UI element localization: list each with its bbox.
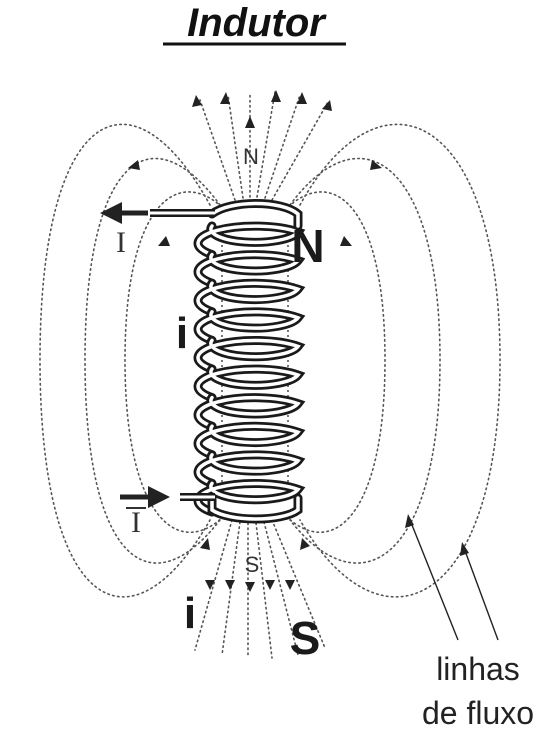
flux-arrow-top-2 <box>220 92 230 104</box>
solenoid-coil <box>193 199 306 524</box>
flux-fan-top-4 <box>256 91 276 198</box>
flux-line-inner-right <box>284 191 386 533</box>
flux-lines <box>39 91 501 659</box>
flux-pointer-2 <box>463 547 499 641</box>
flux-caption-line-2: de fluxo <box>422 695 534 731</box>
flux-line-outer-left <box>39 123 211 598</box>
flux-fan-top-6 <box>271 101 329 201</box>
flux-arrow-bottom-1 <box>205 580 215 590</box>
flux-pointer-2-head <box>460 542 469 556</box>
flux-pointer-1 <box>409 519 459 641</box>
coil-turn <box>196 367 301 400</box>
south-pole-small-label: S <box>245 552 260 577</box>
top-current-arrowhead <box>100 202 122 224</box>
diagram-title: Indutor <box>187 1 327 45</box>
flux-fan-top-2 <box>227 94 244 199</box>
flux-arrow-right-2 <box>340 236 352 246</box>
coil-turn <box>196 281 301 314</box>
flux-line-mid-left <box>84 157 221 564</box>
coil-turn <box>196 424 301 457</box>
coil-bottom-turn <box>210 495 300 521</box>
flux-arrow-bottom-2 <box>225 580 235 590</box>
bottom-lead-current-label: I <box>131 506 141 539</box>
flux-caption-line-1: linhas <box>436 651 520 687</box>
south-pole-label: S <box>290 612 321 664</box>
flux-arrow-top-1 <box>192 95 202 107</box>
coil-top-turn <box>210 201 300 228</box>
coil-turn <box>196 310 301 343</box>
coil-turn <box>196 252 301 285</box>
bottom-current-label: i <box>184 589 196 638</box>
flux-arrow-bottom-left <box>200 538 210 550</box>
flux-arrows <box>128 90 382 592</box>
flux-arrow-bottom-3 <box>245 582 255 592</box>
flux-arrow-top-3 <box>245 116 255 128</box>
flux-fan-bottom-2 <box>221 521 241 656</box>
flux-fan-top-1 <box>199 99 236 201</box>
flux-line-inner-left <box>124 191 226 533</box>
current-arrows <box>100 202 170 508</box>
top-lead-current-label: I <box>116 226 126 259</box>
flux-fan-bottom-5 <box>263 521 299 656</box>
flux-pointer-1-head <box>405 514 414 528</box>
flux-fan-top-5 <box>264 94 301 199</box>
north-pole-small-label: N <box>243 144 259 169</box>
coil-current-label: i <box>176 309 188 358</box>
flux-arrow-right-1 <box>370 160 382 170</box>
flux-arrow-bottom-6 <box>300 538 310 550</box>
coil-turn <box>196 338 301 371</box>
coil-turn <box>196 224 301 257</box>
flux-arrow-bottom-4 <box>265 580 275 590</box>
flux-line-mid-right <box>289 157 441 564</box>
bottom-current-arrowhead <box>148 486 170 508</box>
lead-wires <box>150 209 215 501</box>
flux-arrow-left-2 <box>158 236 170 246</box>
flux-arrow-top-4 <box>271 90 281 102</box>
flux-caption: linhas de fluxo <box>405 514 534 731</box>
flux-arrow-left-1 <box>128 160 140 170</box>
flux-arrow-top-6 <box>322 100 332 111</box>
flux-arrow-top-5 <box>297 92 307 104</box>
north-pole-label: N <box>291 220 324 272</box>
flux-arrow-bottom-5 <box>285 580 295 590</box>
flux-line-outer-right <box>299 123 501 598</box>
flux-fan-bottom-1 <box>194 519 233 651</box>
coil-turn <box>196 395 301 428</box>
coil-turn <box>196 453 301 486</box>
flux-fan-bottom-6 <box>271 519 326 649</box>
